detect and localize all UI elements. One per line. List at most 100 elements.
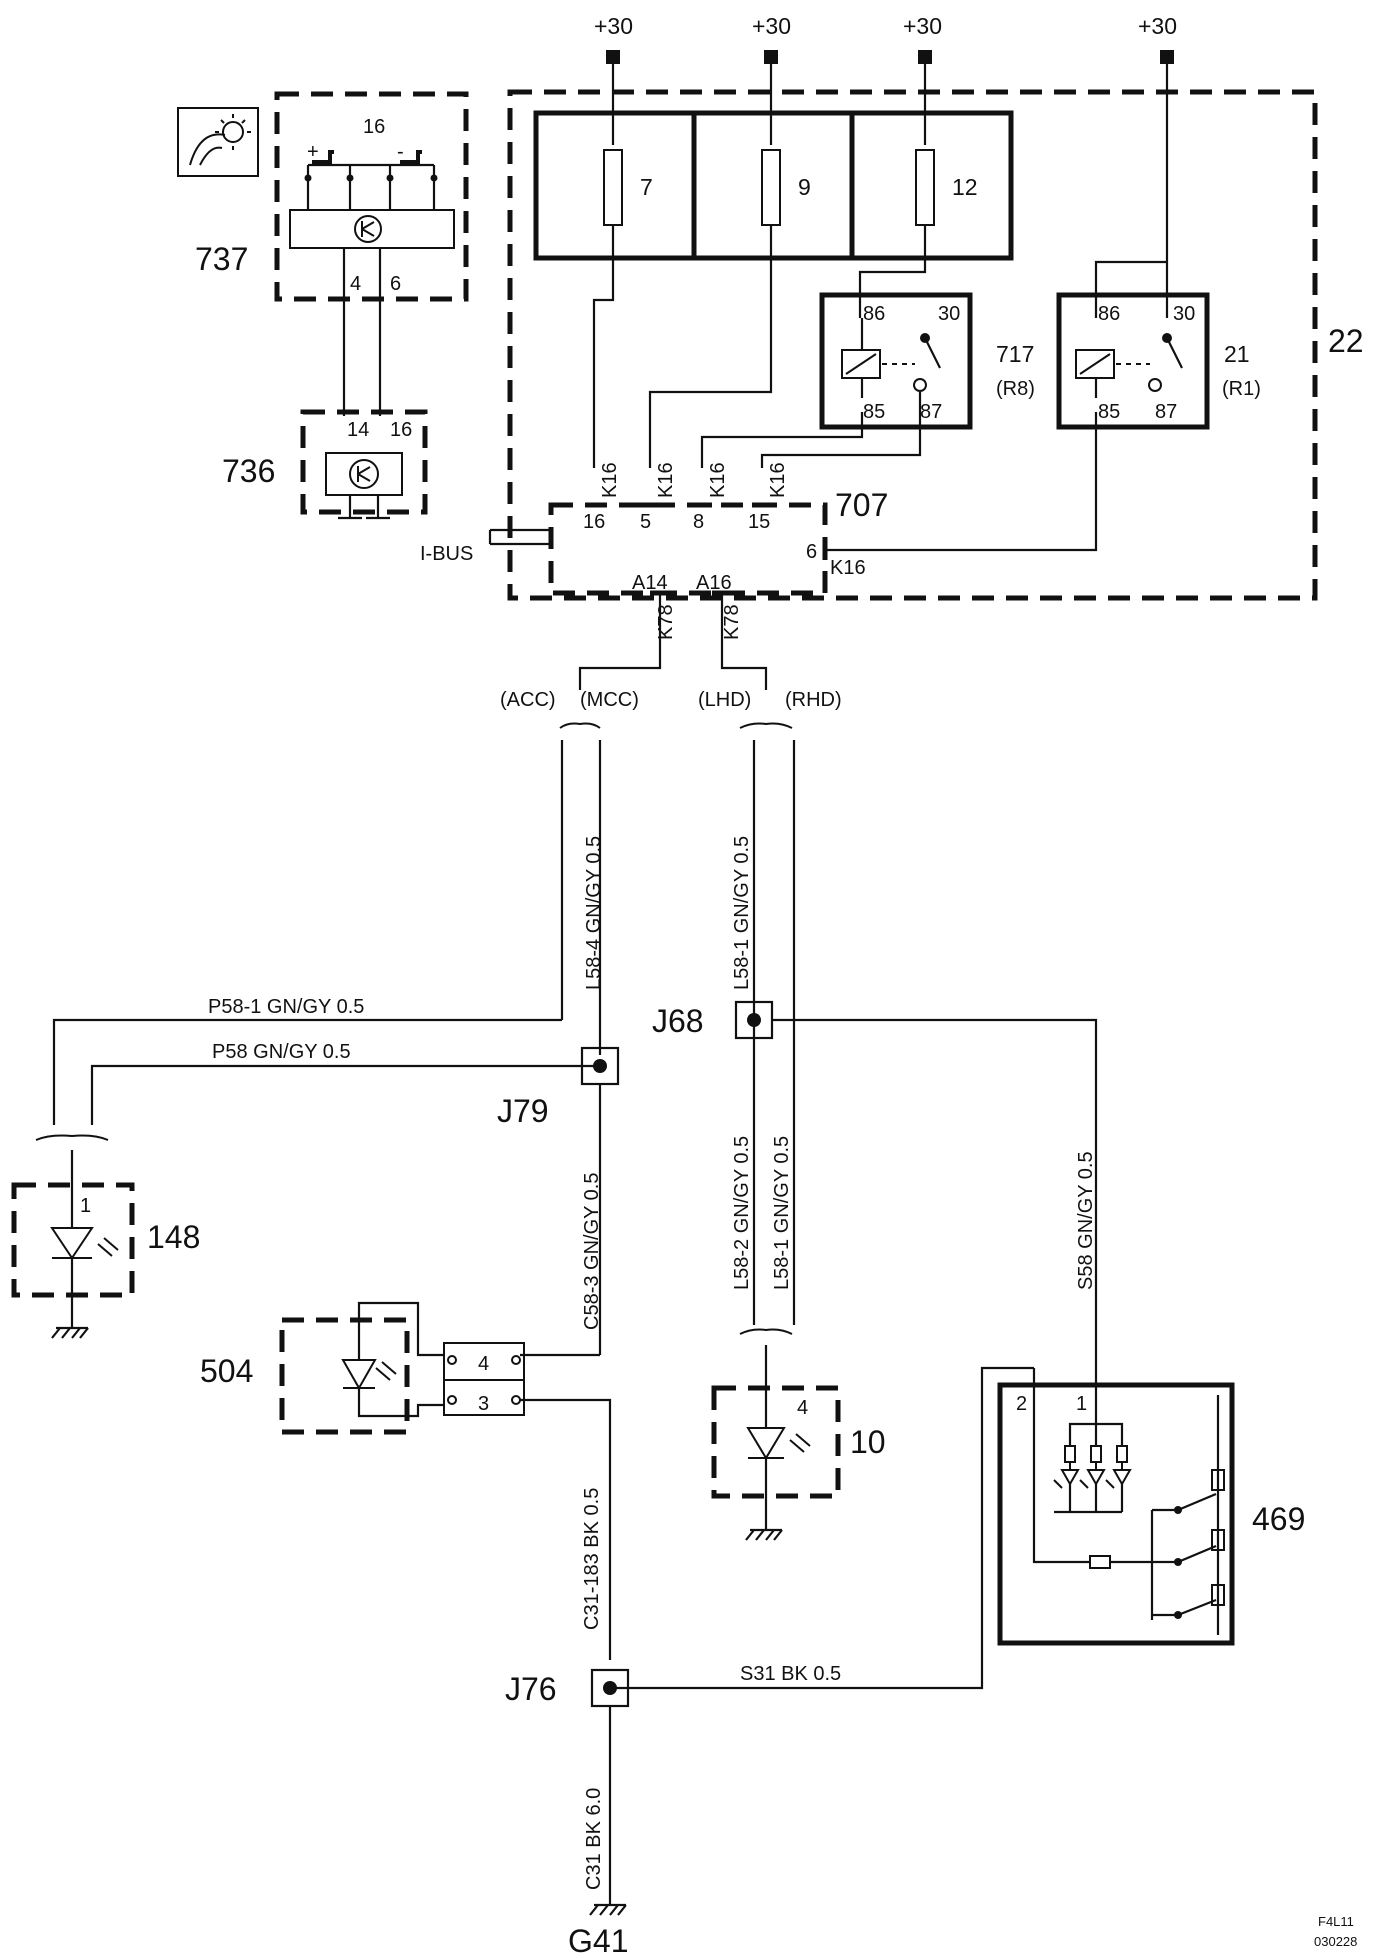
supply-terminal-1 (606, 50, 620, 64)
relay-717-pin-86: 86 (863, 303, 885, 325)
unit-736-module (325, 452, 403, 496)
label-mcc: (MCC) (580, 689, 639, 711)
supply-label-1: +30 (594, 13, 633, 39)
fuse-12-label: 12 (952, 174, 978, 200)
wire-code-k16-b: K16 (655, 462, 677, 498)
wire-code-l58-2: L58-2 GN/GY 0.5 (731, 1136, 753, 1290)
relay-717-pin-85: 85 (863, 401, 885, 423)
wire-code-k16-d: K16 (767, 462, 789, 498)
unit-736: 736 14 16 (222, 409, 428, 520)
fuse-7-label: 7 (640, 174, 653, 200)
module-707-pin-8: 8 (693, 511, 704, 533)
switch-737-num: 16 (363, 116, 385, 138)
lamp-10: 10 4 (711, 1345, 886, 1541)
fuse-7 (603, 149, 623, 226)
fuse-9-label: 9 (798, 174, 811, 200)
fuse-9 (761, 149, 781, 226)
junction-j68: J68 S58 GN/GY 0.5 L58-2 GN/GY 0.5 L58-1 … (652, 1000, 1098, 1380)
lamp-10-pin: 4 (797, 1397, 808, 1419)
relay-717-id: 717 (996, 341, 1034, 367)
switch-737-minus: - (397, 141, 404, 163)
module-707: 707 16 5 8 15 K16 K16 K16 K16 6 K16 A14 … (420, 462, 888, 596)
switch-737-module (289, 209, 455, 249)
unit-736-pin-14: 14 (347, 419, 369, 441)
switch-737-id: 737 (195, 241, 248, 277)
module-707-pin-16: 16 (583, 511, 605, 533)
label-acc: (ACC) (500, 689, 556, 711)
ground-label: G41 (568, 1923, 628, 1958)
module-707-pin-a16: A16 (696, 572, 732, 594)
supply-terminal-4 (1160, 50, 1174, 64)
fuse-box-22: 22 7 9 12 (507, 89, 1364, 601)
relay-717: 86 30 85 87 717 (R8) (819, 292, 1035, 430)
module-707-pin-15: 15 (748, 511, 770, 533)
wire-code-l58-1-bottom: L58-1 GN/GY 0.5 (771, 1136, 793, 1290)
lamp-504-led-icon (341, 1359, 377, 1391)
fuse-block (533, 110, 1014, 261)
module-707-pin-5: 5 (640, 511, 651, 533)
fuse-box-outline (507, 89, 1318, 601)
junction-j79: J79 C58-3 GN/GY 0.5 (497, 1046, 620, 1357)
supply-terminal-2 (764, 50, 778, 64)
junction-j79-label: J79 (497, 1093, 549, 1129)
switch-737: 737 16 + - 4 6 (177, 91, 469, 416)
fuse-box-label: 22 (1328, 323, 1364, 359)
supply-label-2: +30 (752, 13, 791, 39)
supply-terminal-3 (918, 50, 932, 64)
switch-737-outline (274, 91, 469, 302)
supply-label-3: +30 (903, 13, 942, 39)
drawing-code-line2: 030228 (1314, 1934, 1357, 1949)
switch-469-pin-2: 2 (1016, 1393, 1027, 1415)
wire-code-s31: S31 BK 0.5 (740, 1663, 841, 1685)
lamp-504-outline (279, 1317, 410, 1435)
wire-code-k78-b: K78 (721, 604, 743, 640)
module-707-pin-a14: A14 (632, 572, 668, 594)
unit-736-id: 736 (222, 453, 275, 489)
lamp-504: 504 4 3 C31-183 BK 0.5 (200, 1301, 612, 1660)
p58-wires: P58-1 GN/GY 0.5 P58 GN/GY 0.5 (35, 996, 600, 1141)
wire-code-c31-183: C31-183 BK 0.5 (581, 1488, 603, 1630)
relay-717-pin-87: 87 (920, 401, 942, 423)
lamp-504-pin-3: 3 (478, 1393, 489, 1415)
label-rhd: (RHD) (785, 689, 842, 711)
unit-736-outline (300, 409, 428, 515)
wire-code-p58: P58 GN/GY 0.5 (212, 1041, 351, 1063)
switch-469-body (997, 1382, 1235, 1646)
supply-terminals: +30 +30 +30 +30 (594, 13, 1177, 318)
relay-717-body (819, 292, 973, 430)
relay-717-coil (841, 349, 881, 379)
switch-469-pin-1: 1 (1076, 1393, 1087, 1415)
lamp-148-pin: 1 (80, 1195, 91, 1217)
lamp-10-id: 10 (850, 1424, 886, 1460)
label-lhd: (LHD) (698, 689, 751, 711)
junction-j76: J76 S31 BK 0.5 C31 BK 6.0 G41 (505, 1663, 841, 1958)
wire-code-k16-e: K16 (830, 557, 866, 579)
wire-code-l58-4: L58-4 GN/GY 0.5 (583, 836, 605, 990)
relay-21: 86 30 85 87 21 (R1) (826, 260, 1261, 552)
lamp-10-led-icon (746, 1427, 786, 1460)
junction-j68-label: J68 (652, 1003, 704, 1039)
lamp-504-id: 504 (200, 1353, 253, 1389)
wire-code-p58-1: P58-1 GN/GY 0.5 (208, 996, 364, 1018)
switch-469-led-icons (1060, 1469, 1132, 1487)
lamp-148-led-icon (50, 1227, 94, 1260)
ibus-label: I-BUS (420, 543, 473, 565)
relay-21-pin-87: 87 (1155, 401, 1177, 423)
module-707-id: 707 (835, 487, 888, 523)
unit-736-pin-16: 16 (390, 419, 412, 441)
switch-737-pin-6: 6 (390, 273, 401, 295)
wire-code-c31: C31 BK 6.0 (583, 1788, 605, 1890)
junction-j76-label: J76 (505, 1671, 557, 1707)
wire-code-c58-3: C58-3 GN/GY 0.5 (581, 1173, 603, 1330)
relay-21-pin-30: 30 (1173, 303, 1195, 325)
fuse-12 (915, 149, 935, 226)
lamp-10-outline (711, 1385, 841, 1499)
relay-21-pin-85: 85 (1098, 401, 1120, 423)
wire-code-k16-c: K16 (707, 462, 729, 498)
relay-21-body (1056, 292, 1210, 430)
wire-code-l58-1-top: L58-1 GN/GY 0.5 (731, 836, 753, 990)
drawing-code-line1: F4L11 (1318, 1914, 1354, 1929)
relay-21-id: 21 (1224, 341, 1250, 367)
relay-21-ref: (R1) (1222, 378, 1261, 400)
lamp-504-pin-4: 4 (478, 1353, 489, 1375)
